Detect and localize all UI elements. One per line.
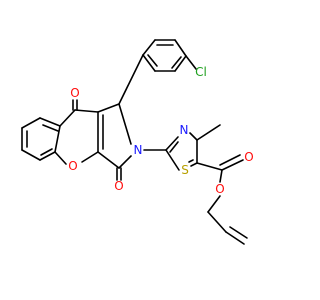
bond bbox=[207, 195, 221, 213]
thiazole-nitrogen-label: N bbox=[180, 123, 189, 137]
bond bbox=[219, 169, 223, 183]
ketone-oxygen-label: O bbox=[70, 86, 79, 100]
bond bbox=[229, 226, 248, 239]
bond bbox=[174, 55, 187, 72]
bond bbox=[196, 162, 223, 171]
bond bbox=[221, 159, 244, 171]
bond bbox=[42, 124, 59, 132]
ester-carbonyl-oxygen-label: O bbox=[244, 150, 253, 164]
bond bbox=[59, 109, 76, 127]
lactam-oxygen-label: O bbox=[114, 179, 123, 193]
bond bbox=[165, 149, 180, 171]
bond bbox=[97, 151, 120, 169]
bond bbox=[21, 149, 41, 161]
bond bbox=[39, 117, 61, 127]
bond bbox=[219, 154, 241, 166]
bond bbox=[97, 103, 120, 113]
bond bbox=[54, 151, 67, 165]
ester-oxygen-label: O bbox=[215, 182, 224, 196]
molecule-structure: Cl O O O N N S O O bbox=[21, 39, 254, 245]
bond bbox=[118, 103, 132, 145]
bond bbox=[142, 39, 156, 56]
ring-oxygen-label: O bbox=[68, 159, 77, 173]
bond bbox=[189, 132, 198, 141]
atom-labels: Cl O O O N N S O O bbox=[68, 65, 253, 196]
bond bbox=[207, 211, 227, 233]
bond bbox=[190, 162, 198, 167]
bond bbox=[147, 54, 158, 67]
pyrrole-nitrogen-label: N bbox=[134, 143, 143, 157]
bond bbox=[225, 231, 245, 245]
bond bbox=[118, 155, 132, 169]
bond bbox=[81, 151, 99, 163]
bond-lines bbox=[21, 39, 248, 245]
bond bbox=[40, 148, 53, 156]
bond bbox=[165, 136, 179, 151]
chlorine-label: Cl bbox=[195, 65, 207, 79]
bond bbox=[142, 54, 156, 72]
bond bbox=[174, 39, 187, 57]
bond bbox=[188, 159, 194, 163]
bond bbox=[74, 109, 99, 113]
bond bbox=[169, 141, 179, 153]
bond bbox=[185, 55, 197, 70]
bond bbox=[39, 151, 56, 161]
bond bbox=[171, 56, 182, 69]
bond bbox=[54, 125, 61, 153]
bond bbox=[21, 117, 41, 129]
bond bbox=[196, 124, 221, 141]
bond bbox=[118, 54, 144, 105]
sulfur-label: S bbox=[181, 163, 189, 177]
